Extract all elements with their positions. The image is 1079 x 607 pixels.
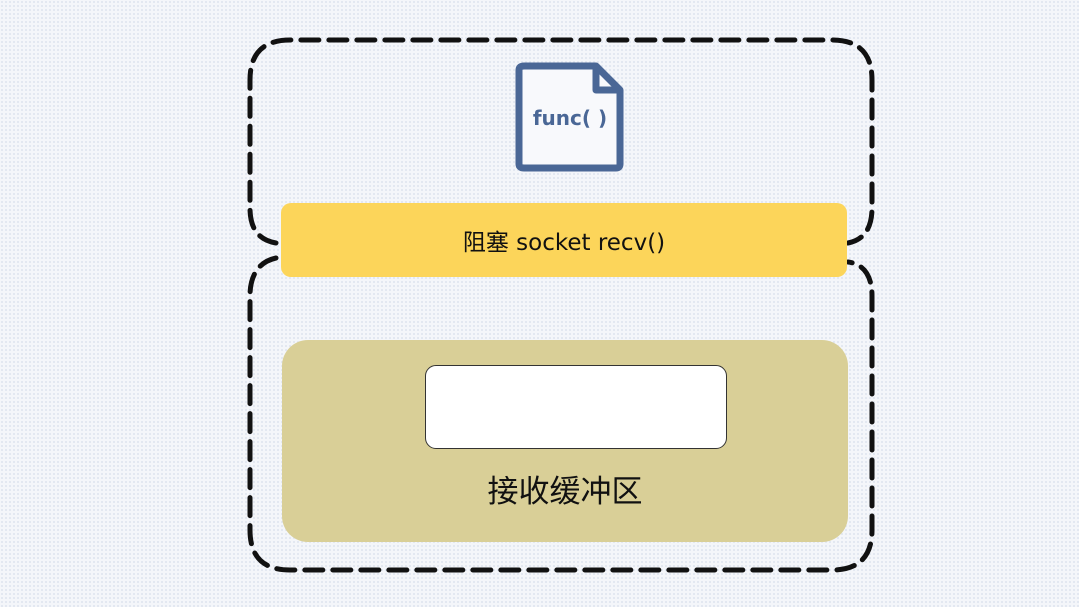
function-scope-outline	[247, 37, 875, 246]
blocking-recv-bar: 阻塞 socket recv()	[281, 203, 847, 277]
receive-buffer-label: 接收缓冲区	[487, 474, 643, 510]
buffer-slot	[425, 365, 727, 449]
receive-buffer-panel: 接收缓冲区	[282, 340, 848, 542]
function-label: func( )	[533, 106, 607, 130]
socket-scope-outline	[247, 255, 875, 573]
code-file-icon: func( )	[515, 62, 624, 172]
blocking-recv-label: 阻塞 socket recv()	[462, 230, 666, 256]
